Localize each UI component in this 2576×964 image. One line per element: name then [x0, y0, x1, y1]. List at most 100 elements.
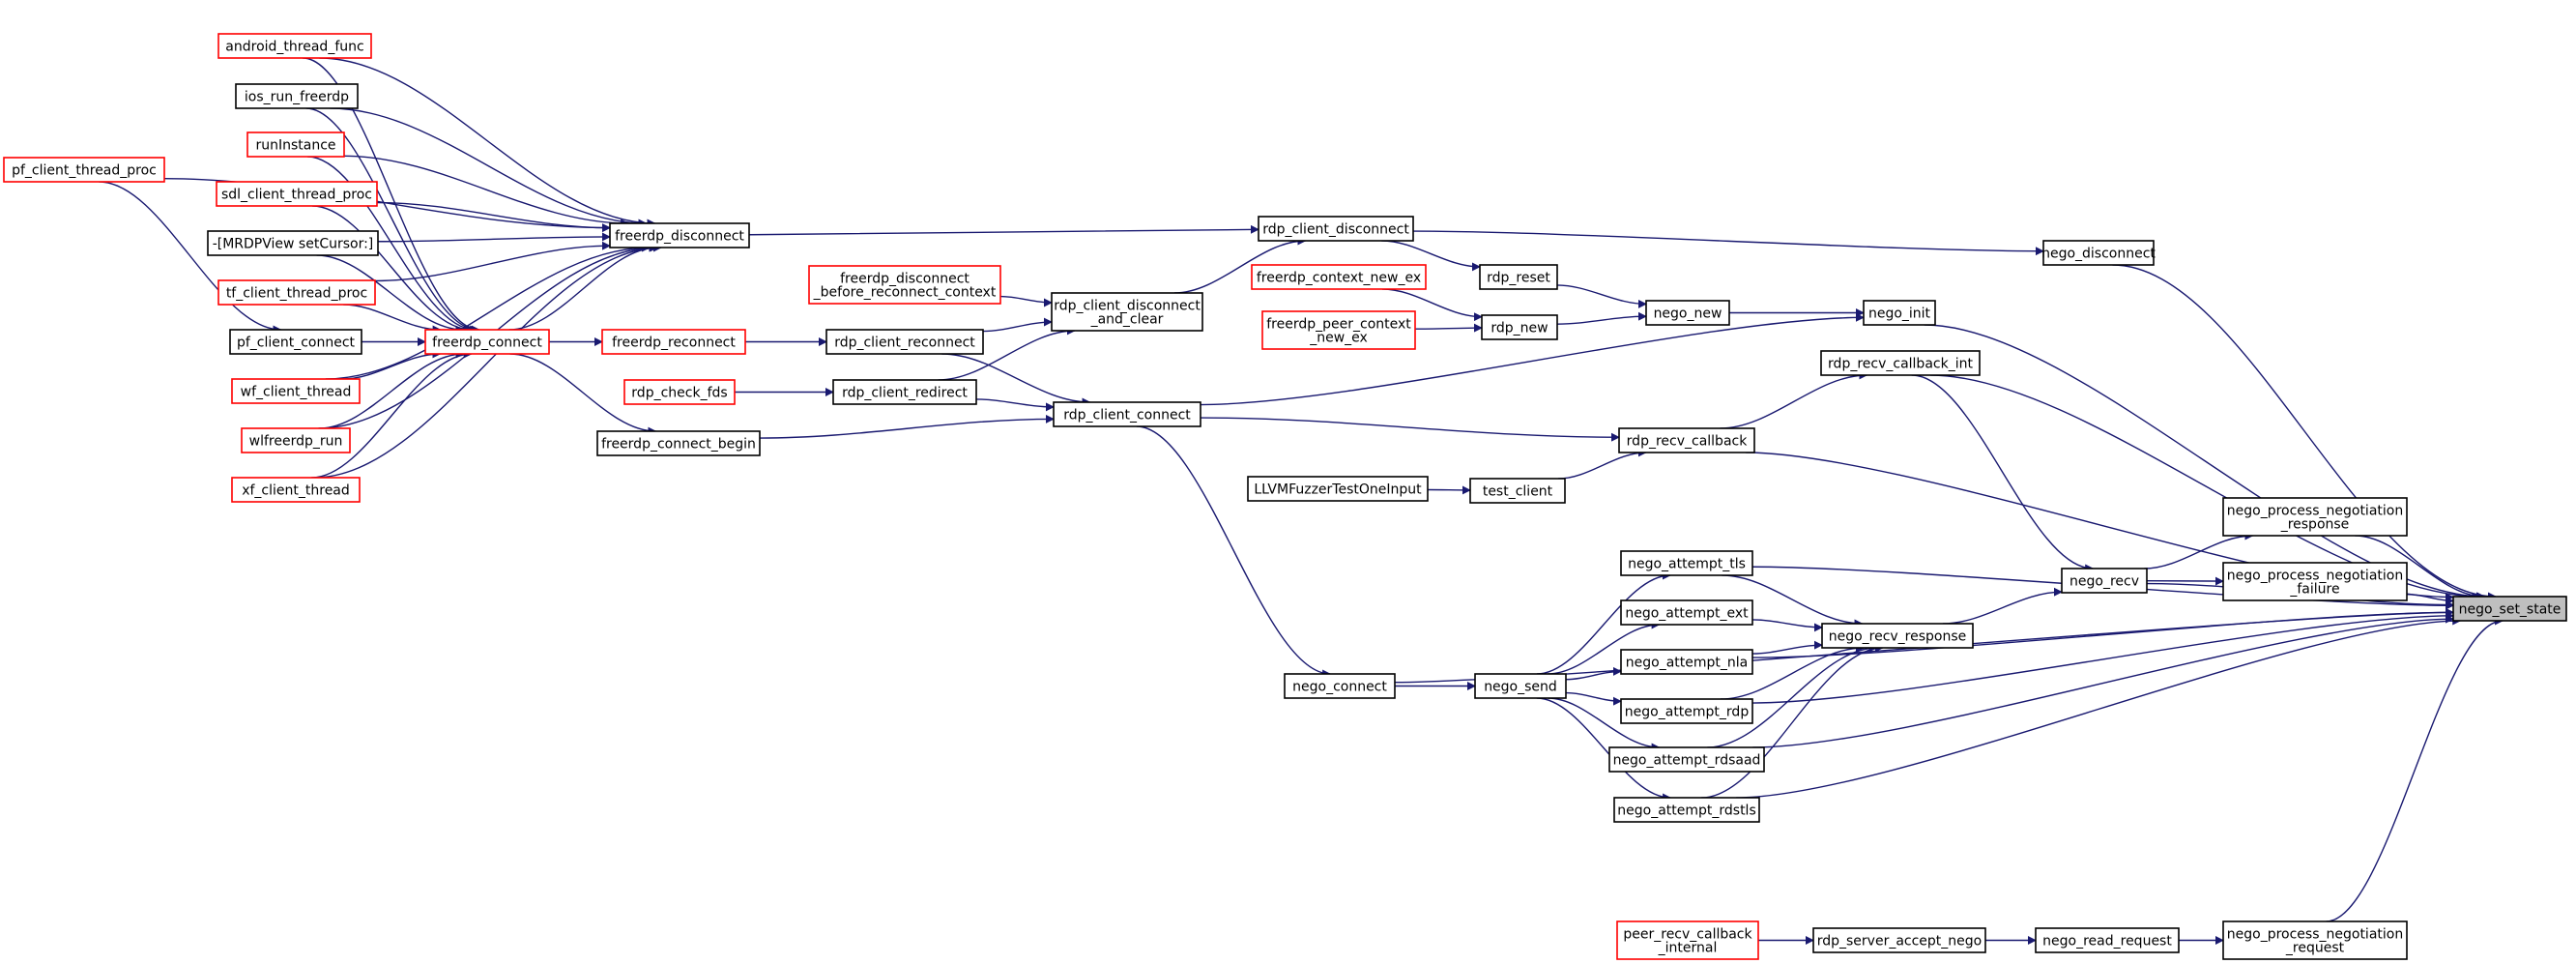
node-nego_disconnect[interactable]: nego_disconnect: [2041, 240, 2156, 266]
node-box[interactable]: [217, 279, 376, 306]
node-freerdp_connect_begin[interactable]: freerdp_connect_begin: [596, 430, 761, 456]
node-box[interactable]: [1284, 673, 1396, 699]
node-nego_process_negotiation_response[interactable]: nego_process_negotiation_response: [2222, 497, 2408, 537]
node-box[interactable]: [231, 378, 361, 404]
node-box[interactable]: [241, 427, 351, 453]
node-box[interactable]: [609, 222, 750, 248]
node-box[interactable]: [1474, 673, 1567, 699]
node-sdl_client_thread_proc[interactable]: sdl_client_thread_proc: [216, 181, 378, 207]
node-box[interactable]: [231, 477, 361, 503]
node-runInstance[interactable]: runInstance: [246, 131, 345, 158]
node-box[interactable]: [2222, 920, 2408, 960]
node-box[interactable]: [808, 265, 1001, 305]
node-box[interactable]: [1812, 927, 1986, 953]
node-box[interactable]: [2035, 927, 2180, 953]
node-box[interactable]: [1051, 292, 1203, 332]
node-rdp_client_disconnect_and_clear[interactable]: rdp_client_disconnect_and_clear: [1051, 292, 1203, 332]
node-nego_attempt_rdsaad[interactable]: nego_attempt_rdsaad: [1608, 746, 1765, 773]
node-pf_client_thread_proc[interactable]: pf_client_thread_proc: [3, 157, 165, 183]
node-box[interactable]: [1479, 264, 1558, 290]
node-nego_init[interactable]: nego_init: [1863, 300, 1936, 326]
node-box[interactable]: [217, 33, 372, 59]
node-box[interactable]: [1053, 401, 1201, 427]
node-freerdp_reconnect[interactable]: freerdp_reconnect: [601, 329, 746, 355]
node-ios_run_freerdp[interactable]: ios_run_freerdp: [235, 83, 359, 109]
node-nego_attempt_rdp[interactable]: nego_attempt_rdp: [1620, 698, 1753, 724]
node-freerdp_disconnect[interactable]: freerdp_disconnect: [609, 222, 750, 248]
node-LLVMFuzzerTestOneInput[interactable]: LLVMFuzzerTestOneInput: [1247, 476, 1429, 502]
node-box[interactable]: [2042, 240, 2155, 266]
node-rdp_client_connect[interactable]: rdp_client_connect: [1053, 401, 1201, 427]
node-nego_recv[interactable]: nego_recv: [2061, 568, 2148, 594]
node-rdp_reset[interactable]: rdp_reset: [1479, 264, 1558, 290]
node-box[interactable]: [207, 230, 379, 256]
node-rdp_check_fds[interactable]: rdp_check_fds: [623, 379, 736, 405]
node-nego_read_request[interactable]: nego_read_request: [2035, 927, 2180, 953]
node-nego_send[interactable]: nego_send: [1474, 673, 1567, 699]
node-box[interactable]: [229, 329, 362, 355]
node-rdp_server_accept_nego[interactable]: rdp_server_accept_nego: [1812, 927, 1986, 953]
node-box[interactable]: [2222, 562, 2408, 601]
node-box[interactable]: [1608, 746, 1765, 773]
node-box[interactable]: [1251, 264, 1427, 290]
node-freerdp_context_new_ex[interactable]: freerdp_context_new_ex: [1251, 264, 1427, 290]
node-box[interactable]: [1620, 550, 1753, 576]
node-rdp_new[interactable]: rdp_new: [1481, 314, 1558, 340]
node-rdp_recv_callback_int[interactable]: rdp_recv_callback_int: [1820, 350, 1981, 376]
node-box[interactable]: [1620, 649, 1753, 675]
node-tf_client_thread_proc[interactable]: tf_client_thread_proc: [217, 279, 376, 306]
node-box[interactable]: [1620, 698, 1753, 724]
node-box[interactable]: [1645, 300, 1730, 326]
node-box[interactable]: [246, 131, 345, 158]
node-box[interactable]: [623, 379, 736, 405]
node-box[interactable]: [3, 157, 165, 183]
node-box[interactable]: [1616, 920, 1759, 960]
node-nego_recv_response[interactable]: nego_recv_response: [1821, 623, 1974, 649]
node-test_client[interactable]: test_client: [1469, 478, 1566, 504]
node-box[interactable]: [1820, 350, 1981, 376]
node-nego_attempt_tls[interactable]: nego_attempt_tls: [1620, 550, 1753, 576]
node-mrdpview[interactable]: -[MRDPView setCursor:]: [207, 230, 379, 256]
node-nego_new[interactable]: nego_new: [1645, 300, 1730, 326]
node-rdp_client_reconnect[interactable]: rdp_client_reconnect: [825, 329, 984, 355]
node-nego_set_state[interactable]: nego_set_state: [2452, 596, 2567, 622]
node-box[interactable]: [596, 430, 761, 456]
node-peer_recv_callback_internal[interactable]: peer_recv_callback_internal: [1616, 920, 1759, 960]
node-box[interactable]: [2061, 568, 2148, 594]
node-wlfreerdp_run[interactable]: wlfreerdp_run: [241, 427, 351, 453]
node-box[interactable]: [601, 329, 746, 355]
node-rdp_recv_callback[interactable]: rdp_recv_callback: [1618, 427, 1755, 453]
node-nego_process_negotiation_failure[interactable]: nego_process_negotiation_failure: [2222, 562, 2408, 601]
node-box[interactable]: [1258, 216, 1414, 242]
node-box[interactable]: [216, 181, 378, 207]
node-nego_attempt_nla[interactable]: nego_attempt_nla: [1620, 649, 1753, 675]
node-box[interactable]: [235, 83, 359, 109]
node-freerdp_connect[interactable]: freerdp_connect: [424, 329, 550, 355]
node-box[interactable]: [2452, 596, 2567, 622]
node-box[interactable]: [1481, 314, 1558, 340]
node-nego_attempt_ext[interactable]: nego_attempt_ext: [1620, 599, 1753, 626]
node-box[interactable]: [825, 329, 984, 355]
node-rdp_client_redirect[interactable]: rdp_client_redirect: [832, 379, 977, 405]
node-xf_client_thread[interactable]: xf_client_thread: [231, 477, 361, 503]
node-box[interactable]: [2222, 497, 2408, 537]
node-box[interactable]: [1247, 476, 1429, 502]
node-android_thread_func[interactable]: android_thread_func: [217, 33, 372, 59]
node-rdp_client_disconnect[interactable]: rdp_client_disconnect: [1258, 216, 1414, 242]
node-box[interactable]: [1613, 797, 1760, 823]
node-nego_connect[interactable]: nego_connect: [1284, 673, 1396, 699]
node-nego_process_negotiation_request[interactable]: nego_process_negotiation_request: [2222, 920, 2408, 960]
node-box[interactable]: [424, 329, 550, 355]
node-box[interactable]: [1261, 310, 1416, 350]
node-box[interactable]: [1620, 599, 1753, 626]
node-freerdp_disconnect_before[interactable]: freerdp_disconnect_before_reconnect_cont…: [808, 265, 1001, 305]
node-box[interactable]: [1618, 427, 1755, 453]
node-box[interactable]: [1469, 478, 1566, 504]
node-box[interactable]: [1863, 300, 1936, 326]
node-nego_attempt_rdstls[interactable]: nego_attempt_rdstls: [1613, 797, 1760, 823]
node-freerdp_peer_context_new_ex[interactable]: freerdp_peer_context_new_ex: [1261, 310, 1416, 350]
node-wf_client_thread[interactable]: wf_client_thread: [231, 378, 361, 404]
node-box[interactable]: [1821, 623, 1974, 649]
node-pf_client_connect[interactable]: pf_client_connect: [229, 329, 362, 355]
node-box[interactable]: [832, 379, 977, 405]
